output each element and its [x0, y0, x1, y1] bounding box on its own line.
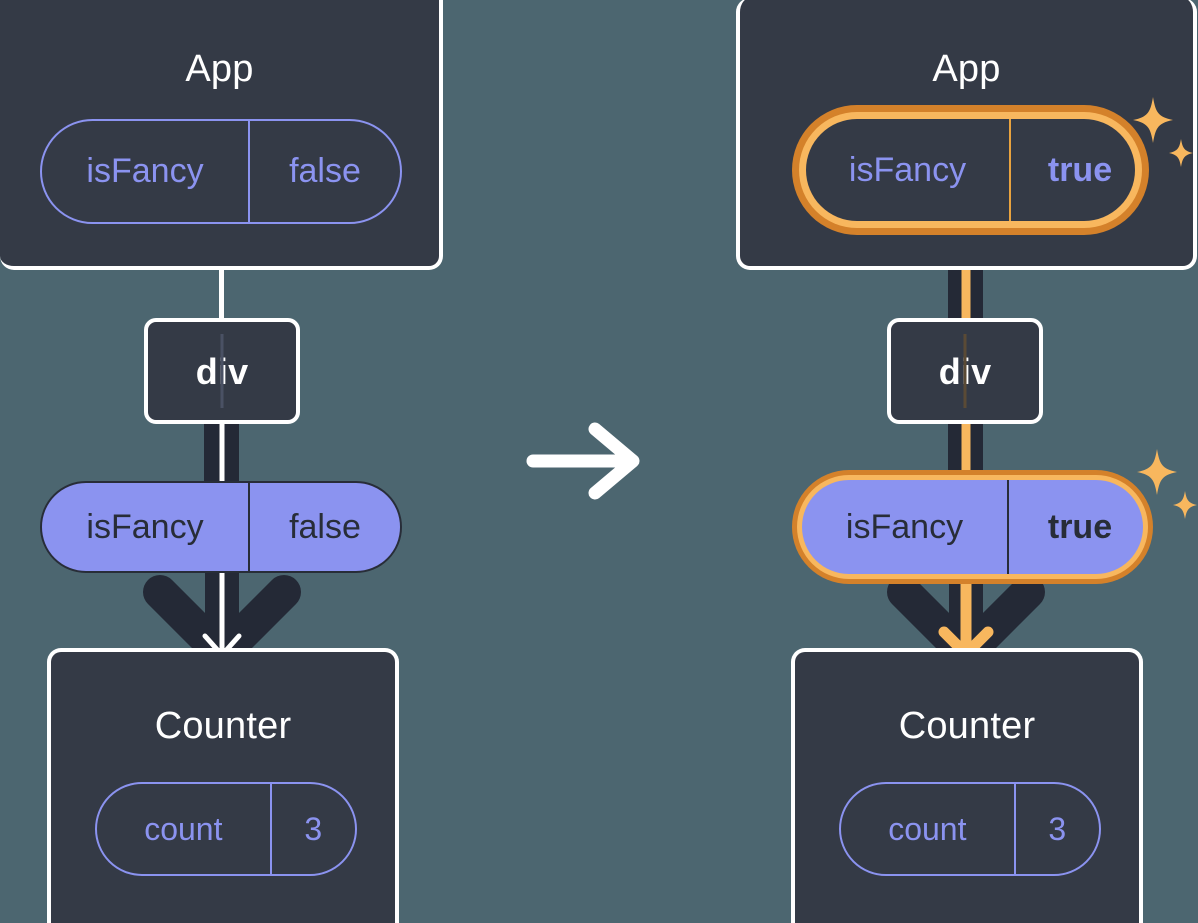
sparkle-small-icon	[1173, 491, 1197, 519]
panel-after: App isFancy true div	[599, 0, 1198, 923]
app-title: App	[932, 48, 1001, 90]
connector-core	[219, 422, 224, 484]
state-pill-count-after[interactable]: count 3	[839, 782, 1101, 876]
connector-core-orange	[961, 215, 970, 325]
sparkle-large-icon	[1137, 449, 1177, 495]
count-pill-key: count	[841, 784, 1016, 874]
count-pill-value: 3	[1048, 810, 1067, 847]
counter-box-before: Counter count 3	[47, 648, 399, 923]
div-inner-connector-line	[963, 334, 967, 408]
state-pill-value: true	[1047, 150, 1113, 189]
state-pill-value: false	[289, 152, 361, 190]
props-pill-value: false	[289, 507, 361, 546]
count-pill-value: 3	[304, 810, 323, 847]
props-pill-isfancy-after-highlight[interactable]: isFancy true	[792, 470, 1153, 584]
connector-app-to-div-before	[219, 268, 224, 320]
props-pill-body: isFancy true	[802, 480, 1143, 574]
props-pill-value: true	[1047, 507, 1113, 546]
panel-before: App isFancy false div isFancy false	[0, 0, 599, 923]
div-box-after: div	[887, 318, 1043, 424]
counter-title: Counter	[898, 705, 1036, 747]
props-pill-key: isFancy	[42, 483, 250, 571]
state-pill-isfancy-after-highlight[interactable]: isFancy true	[792, 105, 1149, 235]
div-box-before: div	[144, 318, 300, 424]
state-pill-isfancy-before[interactable]: isFancy false	[40, 119, 402, 224]
counter-box-after: Counter count 3	[791, 648, 1143, 923]
transition-arrow-icon	[526, 422, 640, 500]
state-pill-count-before[interactable]: count 3	[95, 782, 357, 876]
state-pill-body: isFancy true	[806, 119, 1135, 221]
state-pill-key: isFancy	[806, 119, 1011, 221]
count-pill-key: count	[97, 784, 272, 874]
highlight-ring-outer: isFancy true	[792, 105, 1149, 235]
app-title: App	[185, 48, 254, 90]
props-pill-key: isFancy	[802, 480, 1009, 574]
connector-div-to-props-before	[204, 422, 239, 484]
connector-core-orange	[961, 422, 970, 488]
state-pill-key: isFancy	[42, 121, 250, 222]
highlight-ring-outer: isFancy true	[792, 470, 1153, 584]
counter-title: Counter	[154, 705, 292, 747]
highlight-ring-inner: isFancy true	[799, 112, 1142, 228]
app-box-before: App isFancy false	[0, 0, 443, 270]
props-pill-isfancy-before[interactable]: isFancy false	[40, 481, 402, 573]
highlight-ring-inner: isFancy true	[797, 475, 1148, 579]
div-inner-connector-line	[220, 334, 224, 408]
